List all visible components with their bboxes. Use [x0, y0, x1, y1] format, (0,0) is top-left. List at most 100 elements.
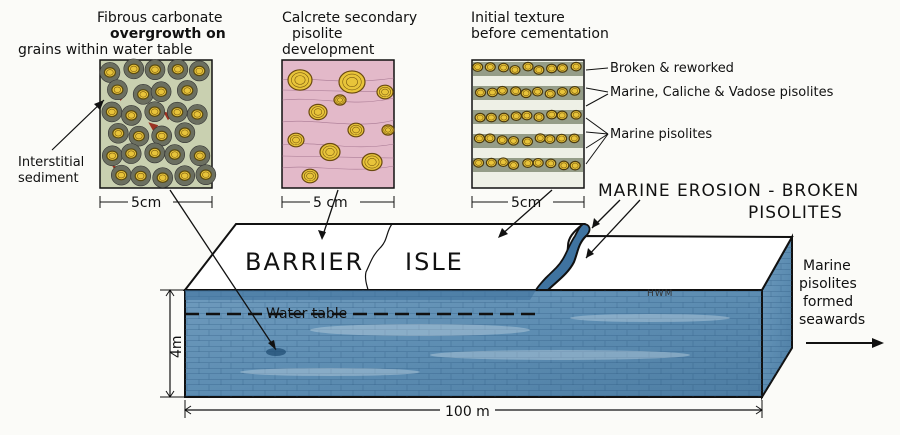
pisolite-grain — [497, 157, 509, 168]
beach-top-surface — [545, 234, 794, 291]
pisolite-grain — [472, 62, 484, 72]
panel-calcrete: Calcrete secondary pisolite development … — [281, 10, 417, 211]
panel-fibrous-carbonate: Fibrous carbonate overgrowth on grains w… — [18, 10, 226, 211]
pisolite-grain — [545, 63, 558, 74]
pisolite-grain — [137, 89, 150, 100]
panel2-title-line1: Calcrete secondary — [282, 10, 417, 26]
pisolite-grain — [125, 148, 138, 159]
length-dimension-label: 100 m — [445, 404, 490, 420]
pisolite-grain — [545, 158, 557, 169]
pisolite-grain — [520, 88, 532, 99]
pisolite-grain — [134, 170, 147, 182]
pisolite-grain — [531, 86, 544, 97]
broken-reworked-label: Broken & reworked — [610, 61, 734, 76]
pisolite-grain — [125, 110, 138, 121]
seaward-label-line4: seawards — [799, 312, 865, 328]
pisolite-grain — [521, 136, 534, 147]
seaward-label-line3: formed — [803, 294, 853, 310]
pisolite-grain — [546, 109, 558, 120]
marine-erosion-label-line2: PISOLITES — [748, 203, 843, 223]
pisolite-grain — [193, 65, 206, 77]
pisolite-grain — [156, 172, 169, 183]
pisolite-grain — [106, 150, 119, 162]
pisolite-grain — [178, 127, 191, 138]
pisolite-grain — [544, 88, 556, 99]
pisolite-grain — [484, 133, 496, 144]
pisolite-grain — [148, 106, 161, 117]
pisolite-grain — [507, 135, 520, 146]
pisolite-grain — [507, 160, 520, 170]
height-dimension-label: 4m — [169, 335, 185, 358]
isle-label: ISLE — [405, 248, 464, 276]
water-table-label: Water table — [266, 306, 347, 322]
panel2-title-line3: development — [282, 42, 375, 58]
panel3-title-line1: Initial texture — [471, 10, 565, 26]
pisolite-grain — [178, 170, 191, 181]
pisolite-grain — [558, 160, 570, 171]
pisolite-grain — [486, 87, 499, 98]
pisolite-grain — [556, 133, 568, 144]
pisolite-grain — [484, 62, 496, 72]
pisolite-grain — [472, 157, 485, 168]
seaward-label-line1: Marine — [803, 258, 851, 274]
panel3-title-line2: before cementation — [471, 26, 609, 42]
pisolite-grain — [498, 112, 510, 123]
block-diagram: BARRIER ISLE HWM Water table 4m 100 m — [160, 223, 884, 420]
pisolite-grain — [522, 158, 534, 169]
marine-erosion-label-line1: MARINE EROSION - BROKEN — [598, 181, 859, 201]
pisolite-grain — [534, 133, 546, 143]
pisolite-grain — [473, 133, 486, 144]
pisolite-grain — [496, 85, 508, 96]
water-streaks — [240, 314, 730, 376]
pisolite-grain — [103, 67, 117, 78]
annotations: Interstitial sediment Broken & reworked … — [18, 61, 865, 356]
marine-pisolites-label: Marine pisolites — [610, 127, 712, 142]
hwm-label: HWM — [647, 289, 673, 299]
pisolite-grain — [474, 112, 486, 123]
pisolite-grain — [112, 127, 125, 139]
barrier-label: BARRIER — [245, 248, 364, 276]
pisolite-grain — [570, 61, 582, 72]
pisolite-grain — [556, 110, 568, 121]
pisolite-grain — [191, 109, 204, 120]
pisolite-grain — [485, 157, 497, 168]
panel1-title-line3: grains within water table — [18, 42, 192, 58]
pisolite-grain — [496, 135, 508, 145]
pisolite-grain — [509, 64, 521, 75]
pisolite-grain — [127, 63, 140, 75]
pisolite-grain — [181, 85, 194, 96]
pisolite-grain — [171, 106, 184, 118]
pisolite-grain — [544, 134, 556, 145]
pisolite-grain — [485, 112, 497, 123]
panel1-scale-label: 5cm — [131, 195, 161, 211]
pisolite-grain — [570, 109, 582, 120]
pisolite-grain — [569, 86, 581, 96]
pisolite-grain — [105, 106, 118, 118]
pisolite-grain — [132, 130, 145, 142]
interstitial-label-line2: sediment — [18, 171, 79, 186]
pisolite-grain — [171, 64, 184, 75]
pisolite-grain — [533, 65, 545, 75]
pisolite-grain — [168, 149, 181, 160]
pisolite-grain — [199, 169, 212, 180]
pisolite-grain — [510, 111, 522, 121]
pisolite-grain — [111, 84, 124, 96]
pisolite-grain — [533, 112, 545, 122]
pisolite-grain — [148, 64, 162, 75]
pisolite-grain — [155, 130, 168, 142]
interstitial-label-line1: Interstitial — [18, 155, 84, 170]
pisolite-grain — [474, 87, 487, 98]
pisolite-grain — [155, 86, 168, 97]
panel1-title-line1: Fibrous carbonate — [97, 10, 222, 26]
pisolite-grain — [148, 147, 161, 159]
pisolite-grain — [193, 150, 207, 162]
pisolite-grain — [497, 62, 510, 73]
pisolite-grain — [522, 61, 534, 72]
marine-caliche-vadose-label: Marine, Caliche & Vadose pisolites — [610, 85, 834, 100]
pisolite-grain — [569, 160, 581, 171]
pisolite-grain — [521, 110, 533, 121]
pisolite-grain — [510, 86, 522, 96]
panel2-scale-label: 5 cm — [313, 195, 348, 211]
seaward-label-line2: pisolites — [799, 276, 857, 292]
